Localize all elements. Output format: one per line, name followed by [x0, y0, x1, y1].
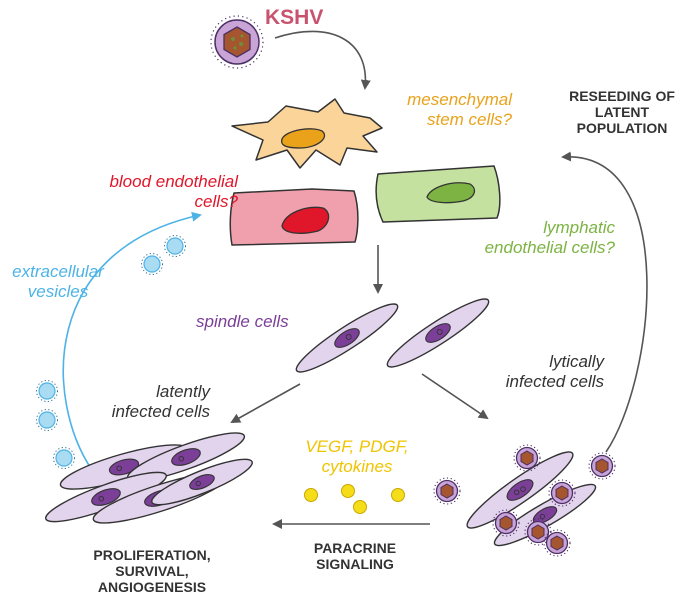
growth-factor-dot	[353, 500, 367, 514]
mesenchymal-stem-cell	[231, 98, 383, 169]
arrow-to-latent	[230, 383, 301, 423]
growth-factors-label: VEGF, PDGF, cytokines	[305, 437, 409, 476]
outcome-label: PROLIFERATION, SURVIVAL, ANGIOGENESIS	[93, 547, 211, 595]
kshv-virion	[433, 477, 461, 505]
latent-cells-label: latently infected cells	[111, 382, 210, 421]
spindle-cells-label: spindle cells	[196, 312, 289, 331]
latent-cell	[151, 458, 253, 506]
kshv-label: KSHV	[265, 6, 323, 29]
arrow-reseeding	[561, 151, 648, 453]
blood-endothelial-cell	[229, 188, 359, 246]
spindle-cell	[295, 303, 399, 373]
arrow-to-lytic	[421, 373, 489, 420]
paracrine-signaling-label: PARACRINE SIGNALING	[313, 540, 397, 572]
lytic-cell	[466, 451, 574, 529]
extracellular-vesicle	[141, 253, 163, 275]
extracellular-vesicle	[36, 409, 58, 431]
blood-endothelial-label: blood endothelial cells?	[109, 172, 238, 211]
kshv-virion	[210, 15, 264, 69]
lymphatic-endothelial-cell	[375, 165, 501, 223]
mesenchymal-label: mesenchymal stem cells?	[407, 90, 512, 129]
arrow-kshv-to-msc	[274, 30, 371, 90]
lymphatic-endothelial-label: lymphatic endothelial cells?	[484, 218, 615, 257]
latent-cell	[126, 432, 246, 482]
extracellular-vesicle	[164, 235, 186, 257]
extracellular-vesicle	[53, 447, 75, 469]
extracellular-vesicle	[36, 380, 58, 402]
arrow-extracellular-vesicles	[62, 211, 202, 471]
growth-factor-dot	[304, 488, 318, 502]
lytic-cells-label: lytically infected cells	[505, 352, 604, 391]
kshv-virion	[492, 509, 520, 537]
spindle-cell	[386, 298, 490, 368]
kshv-virion	[543, 529, 571, 557]
growth-factor-dot	[341, 484, 355, 498]
reseeding-label: RESEEDING OF LATENT POPULATION	[569, 88, 675, 136]
kshv-virion	[588, 452, 616, 480]
kshv-virion	[524, 518, 552, 546]
kshv-virion	[513, 444, 541, 472]
kshv-virion	[548, 479, 576, 507]
growth-factor-dot	[391, 488, 405, 502]
extracellular-vesicles-label: extracellular vesicles	[12, 262, 104, 301]
